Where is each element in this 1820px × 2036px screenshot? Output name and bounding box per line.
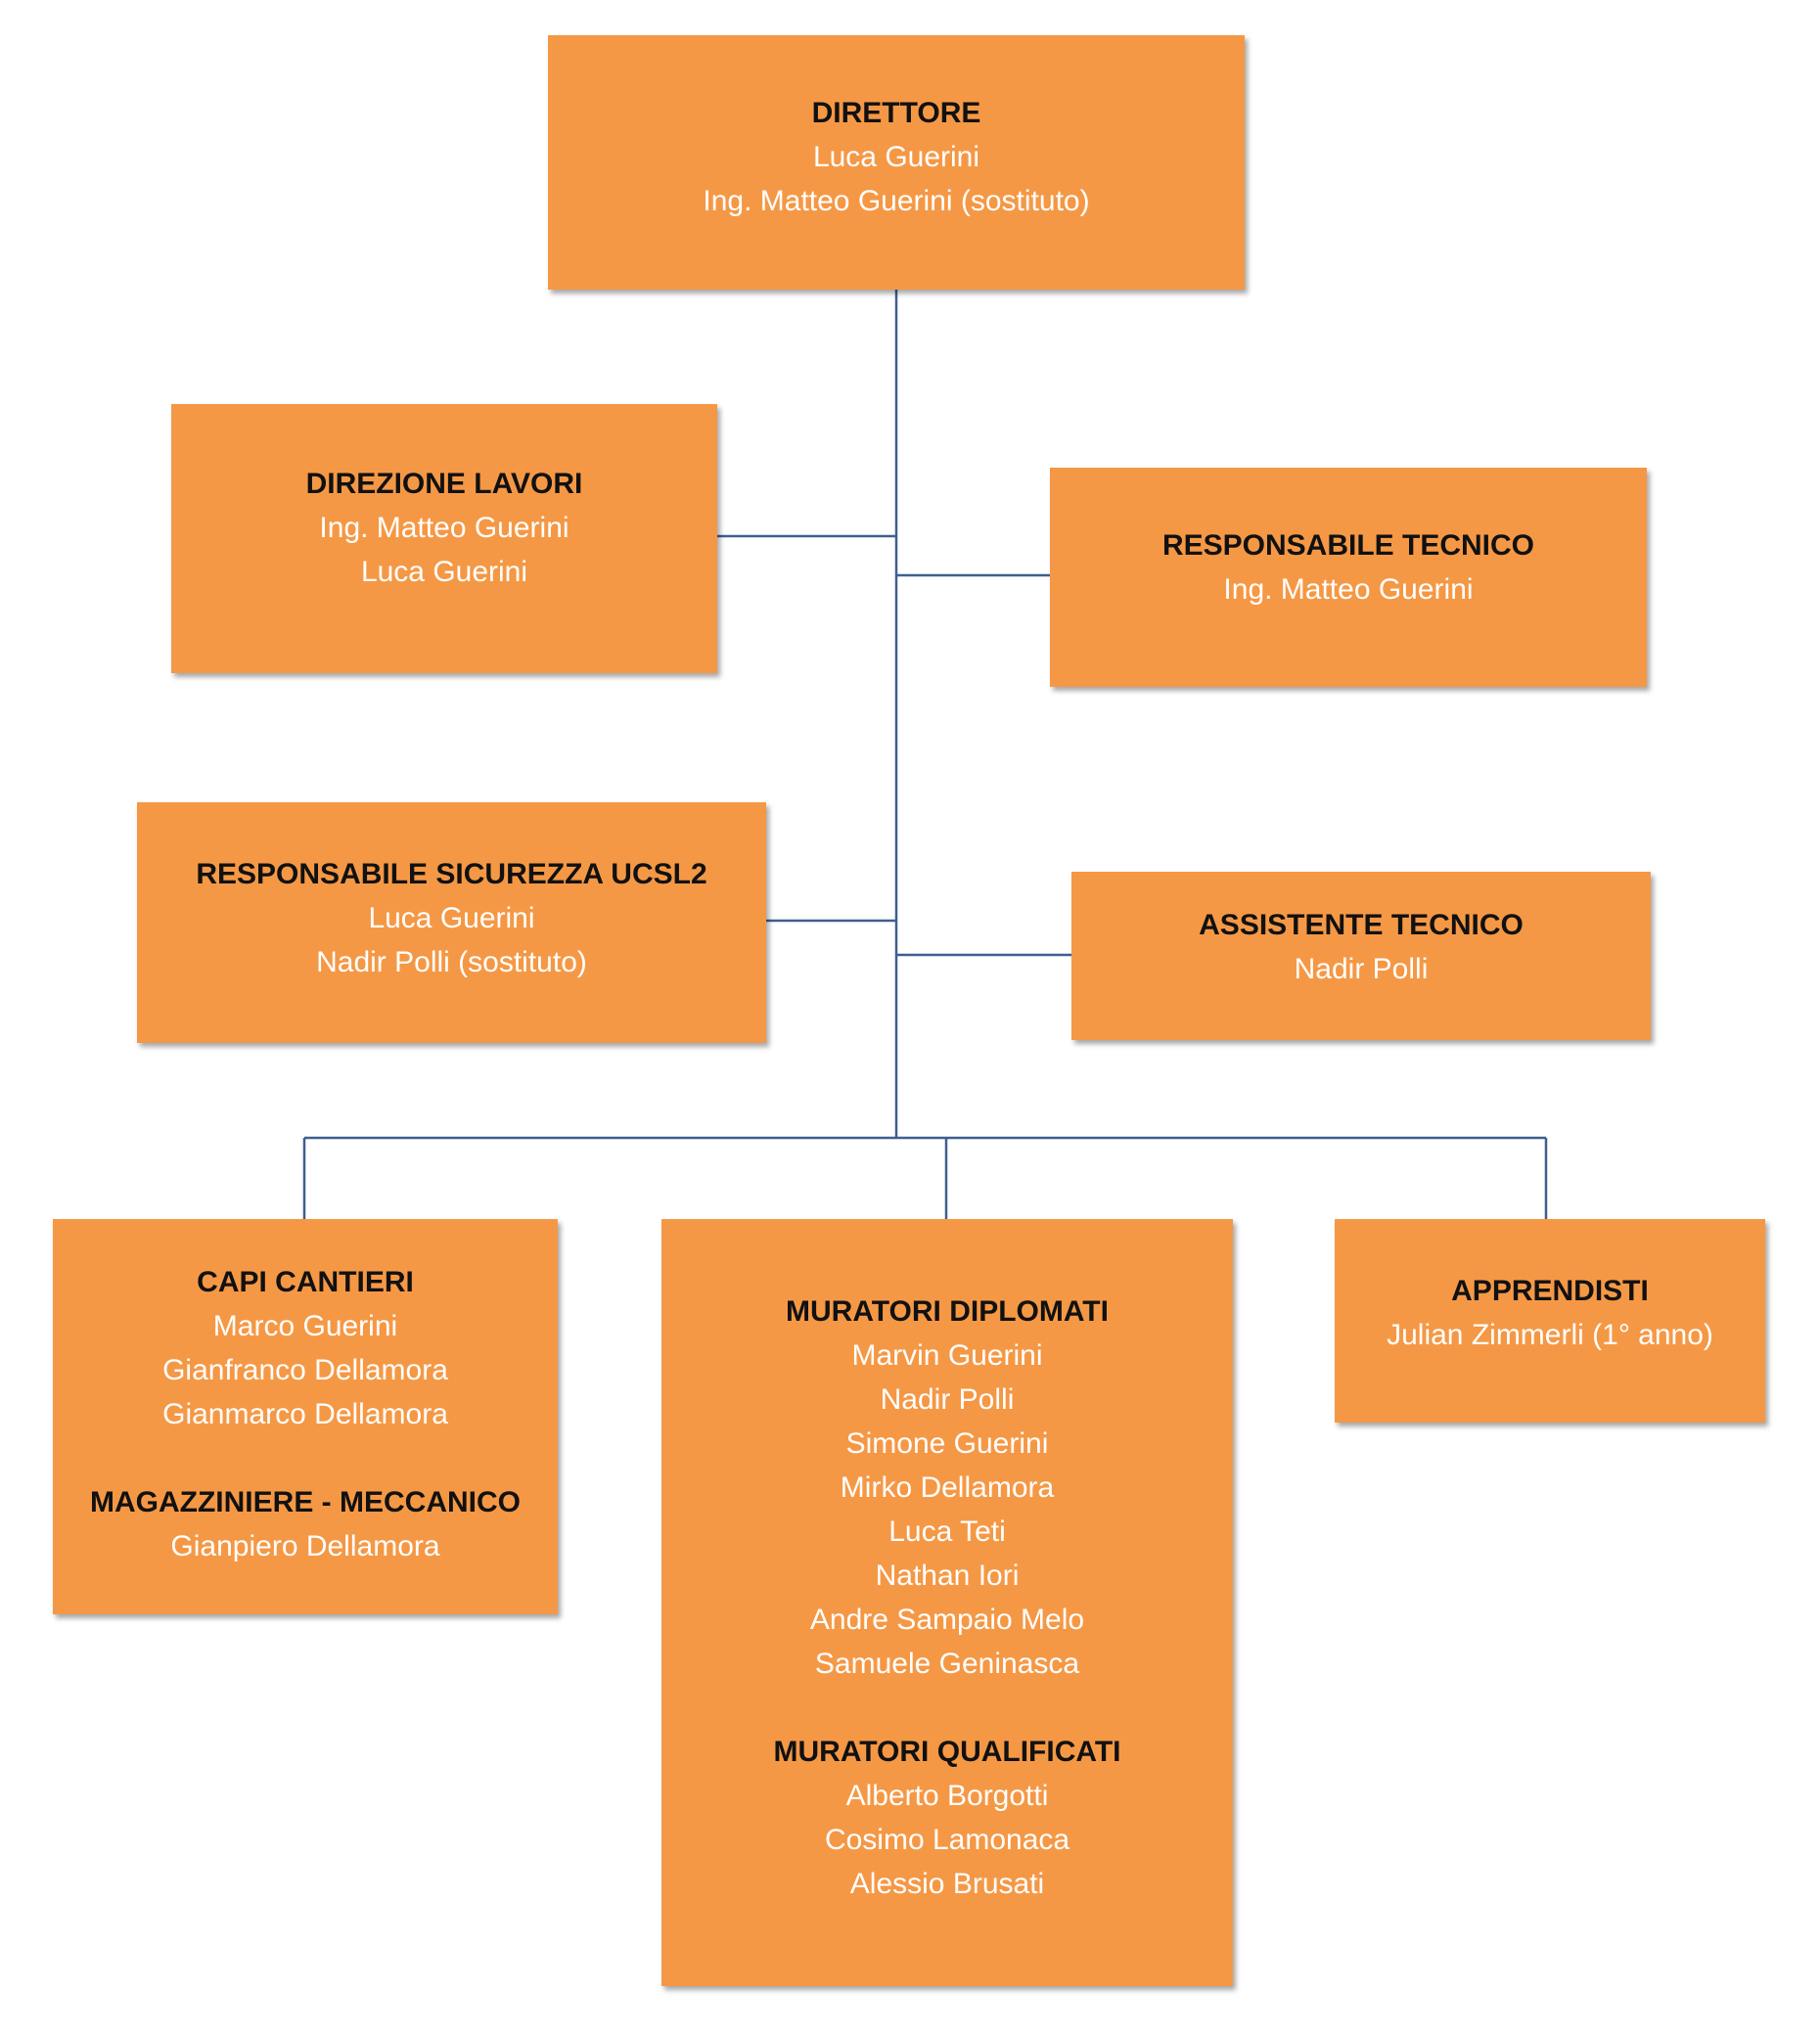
member-name: Simone Guerini <box>845 1427 1049 1460</box>
title-direttore: DIRETTORE <box>811 96 981 129</box>
member-name: Nadir Polli <box>1294 953 1429 985</box>
title-assistente-tecnico: ASSISTENTE TECNICO <box>1199 909 1524 941</box>
member-name: Nathan Iori <box>875 1560 1020 1592</box>
box-direttore: DIRETTORE Luca Guerini Ing. Matteo Gueri… <box>548 35 1245 290</box>
box-assistente-tecnico: ASSISTENTE TECNICO Nadir Polli <box>1071 872 1651 1040</box>
title-muratori-diplomati: MURATORI DIPLOMATI <box>786 1295 1109 1328</box>
member-name: Alberto Borgotti <box>845 1780 1049 1812</box>
member-name: Ing. Matteo Guerini <box>1223 573 1474 606</box>
member-name: Gianfranco Dellamora <box>162 1354 448 1386</box>
member-name: Andre Sampaio Melo <box>809 1604 1085 1636</box>
box-direzione-lavori: DIREZIONE LAVORI Ing. Matteo Guerini Luc… <box>171 404 717 673</box>
member-name: Luca Guerini <box>812 140 980 173</box>
box-responsabile-tecnico: RESPONSABILE TECNICO Ing. Matteo Guerini <box>1050 468 1647 687</box>
member-name: Gianmarco Dellamora <box>162 1398 448 1430</box>
box-capi-cantieri: CAPI CANTIERI Marco Guerini Gianfranco D… <box>53 1219 558 1614</box>
member-name: Marvin Guerini <box>851 1339 1043 1372</box>
title-apprendisti: APPRENDISTI <box>1451 1275 1649 1307</box>
box-responsabile-sicurezza: RESPONSABILE SICUREZZA UCSL2 Luca Guerin… <box>137 802 766 1043</box>
member-name: Luca Teti <box>888 1516 1006 1548</box>
member-name: Alessio Brusati <box>849 1868 1045 1900</box>
title-magazziniere: MAGAZZINIERE - MECCANICO <box>90 1486 521 1518</box>
member-name: Nadir Polli <box>880 1383 1015 1416</box>
title-muratori-qualificati: MURATORI QUALIFICATI <box>773 1736 1121 1768</box>
member-name: Samuele Geninasca <box>814 1648 1080 1680</box>
box-apprendisti: APPRENDISTI Julian Zimmerli (1° anno) <box>1335 1219 1765 1423</box>
title-responsabile-sicurezza: RESPONSABILE SICUREZZA UCSL2 <box>196 857 707 890</box>
member-name: Cosimo Lamonaca <box>824 1824 1070 1856</box>
title-responsabile-tecnico: RESPONSABILE TECNICO <box>1161 529 1535 562</box>
member-name: Gianpiero Dellamora <box>170 1530 440 1562</box>
member-name: Ing. Matteo Guerini (sostituto) <box>703 184 1090 217</box>
member-name: Marco Guerini <box>212 1310 398 1342</box>
member-name: Luca Guerini <box>368 901 535 934</box>
title-capi-cantieri: CAPI CANTIERI <box>197 1266 414 1298</box>
member-name: Luca Guerini <box>360 556 528 588</box>
box-muratori: MURATORI DIPLOMATI Marvin Guerini Nadir … <box>661 1219 1233 1986</box>
member-name: Nadir Polli (sostituto) <box>316 945 587 978</box>
title-direzione-lavori: DIREZIONE LAVORI <box>305 468 583 500</box>
member-name: Julian Zimmerli (1° anno) <box>1387 1319 1713 1351</box>
member-name: Ing. Matteo Guerini <box>319 512 569 544</box>
member-name: Mirko Dellamora <box>840 1471 1055 1504</box>
